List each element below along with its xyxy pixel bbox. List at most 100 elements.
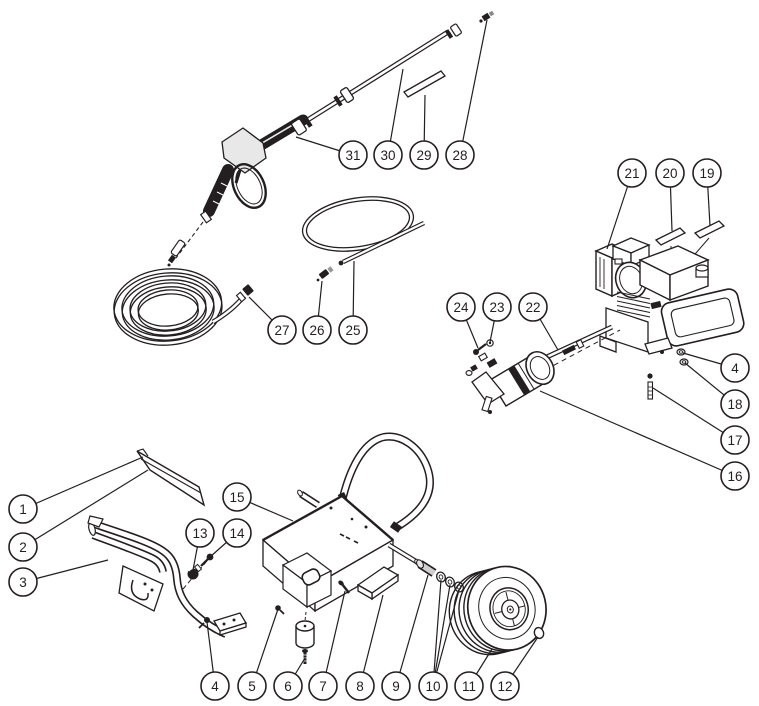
- callout-circle-3: [8, 567, 38, 597]
- gun-holster-plate: [118, 565, 164, 612]
- callout-label-18: 18: [727, 397, 742, 412]
- hose-nozzle-fitting: [316, 266, 334, 282]
- callout-label-5: 5: [248, 679, 256, 694]
- callout-label-3: 3: [19, 575, 27, 590]
- callout-balloon-25-25: 25: [338, 315, 368, 345]
- mounting-nuts: [676, 348, 689, 366]
- callout-label-23: 23: [489, 300, 504, 315]
- callout-circle-17: [720, 425, 750, 455]
- callout-label-1: 1: [19, 502, 27, 517]
- leader-line-1: [22, 456, 144, 510]
- callout-circle-31: [338, 140, 368, 170]
- callout-balloon-18-17: 18: [720, 389, 750, 419]
- mounting-bolt: [647, 373, 654, 400]
- hub-cap: [533, 626, 545, 640]
- leader-line-10: [432, 584, 451, 687]
- callout-label-25: 25: [345, 323, 360, 338]
- pump-bolt: [473, 343, 487, 355]
- callout-balloon-6-5: 6: [273, 671, 303, 701]
- leader-line-2: [22, 469, 149, 548]
- callout-balloon-22-22: 22: [518, 292, 548, 322]
- callout-circle-20: [655, 158, 685, 188]
- frame-bolt: [275, 605, 285, 615]
- fuel-tank: [660, 288, 745, 347]
- callout-circle-30: [373, 140, 403, 170]
- callout-label-10: 10: [425, 679, 440, 694]
- callout-label-8: 8: [356, 679, 364, 694]
- assembly-axis-dashed: [175, 221, 204, 259]
- thin-hose-assembly: [301, 196, 425, 282]
- callout-circle-14: [222, 518, 252, 548]
- callout-balloon-31-31: 31: [338, 140, 368, 170]
- callout-circle-29: [409, 140, 439, 170]
- axle: [387, 542, 420, 566]
- callout-balloon-21-21: 21: [617, 158, 647, 188]
- callout-circle-22: [518, 292, 548, 322]
- callout-balloon-23-23: 23: [482, 292, 512, 322]
- callout-label-30: 30: [380, 148, 395, 163]
- callout-circle-28: [445, 140, 475, 170]
- leader-line-7: [322, 590, 346, 687]
- pump-assembly: [465, 324, 621, 414]
- callout-circle-27: [267, 315, 297, 345]
- callout-circle-25: [338, 315, 368, 345]
- callout-label-2: 2: [19, 540, 27, 555]
- callout-label-27: 27: [274, 323, 289, 338]
- leader-line-16: [539, 390, 736, 477]
- callout-balloon-4-3: 4: [200, 671, 230, 701]
- callout-balloon-27-27: 27: [267, 315, 297, 345]
- callout-balloon-10-9: 10: [418, 671, 448, 701]
- axle-spacer: [416, 559, 437, 577]
- callout-label-14: 14: [229, 526, 245, 541]
- handle-tab: [87, 515, 104, 528]
- carburetor: [650, 300, 662, 310]
- callout-label-20: 20: [662, 166, 677, 181]
- callout-circle-5: [237, 671, 267, 701]
- callout-label-24: 24: [453, 300, 469, 315]
- wand-coupling: [333, 87, 355, 107]
- callout-label-28: 28: [452, 148, 467, 163]
- handle-bracket: [213, 612, 247, 636]
- handle-knob: [182, 554, 213, 590]
- callout-balloon-24-24: 24: [446, 292, 476, 322]
- label-strip-19: [693, 220, 726, 239]
- callout-label-19: 19: [699, 166, 714, 181]
- wheel: [448, 565, 547, 656]
- callout-circle-23: [482, 292, 512, 322]
- label-strip-20: [654, 227, 687, 246]
- callout-circle-7: [308, 671, 338, 701]
- high-pressure-hose-coil: [113, 268, 223, 346]
- frame-screw: [338, 580, 350, 594]
- support-bracket: [356, 566, 400, 601]
- callout-balloon-28-28: 28: [445, 140, 475, 170]
- rubber-foot: [295, 611, 315, 664]
- callout-circle-4: [720, 353, 750, 383]
- callout-balloon-29-29: 29: [409, 140, 439, 170]
- callout-balloon-16-15: 16: [720, 461, 750, 491]
- callout-label-11: 11: [462, 679, 476, 694]
- hose-tip: [338, 260, 344, 266]
- callout-circle-4: [200, 671, 230, 701]
- crankshaft-bolt: [534, 324, 614, 365]
- callout-label-13: 13: [192, 526, 207, 541]
- spray-gun-wand-assembly: [113, 10, 495, 346]
- callout-balloon-17-16: 17: [720, 425, 750, 455]
- callout-balloon-1-0: 1: [8, 494, 38, 524]
- callout-balloon-12-11: 12: [490, 671, 520, 701]
- hose-end-fitting: [211, 284, 254, 325]
- spray-gun: [199, 114, 313, 224]
- callout-balloon-9-8: 9: [381, 671, 411, 701]
- callout-label-21: 21: [624, 166, 639, 181]
- callout-circle-18: [720, 389, 750, 419]
- callout-circle-1: [8, 494, 38, 524]
- hose-gun-fitting: [167, 239, 186, 267]
- callout-label-22: 22: [525, 300, 540, 315]
- callout-label-31: 31: [345, 148, 360, 163]
- shaft-centerline-dashed: [529, 329, 621, 379]
- callout-label-9: 9: [392, 679, 400, 694]
- callout-label-26: 26: [309, 323, 324, 338]
- callout-balloon-4-18: 4: [720, 353, 750, 383]
- callout-circle-10: [418, 671, 448, 701]
